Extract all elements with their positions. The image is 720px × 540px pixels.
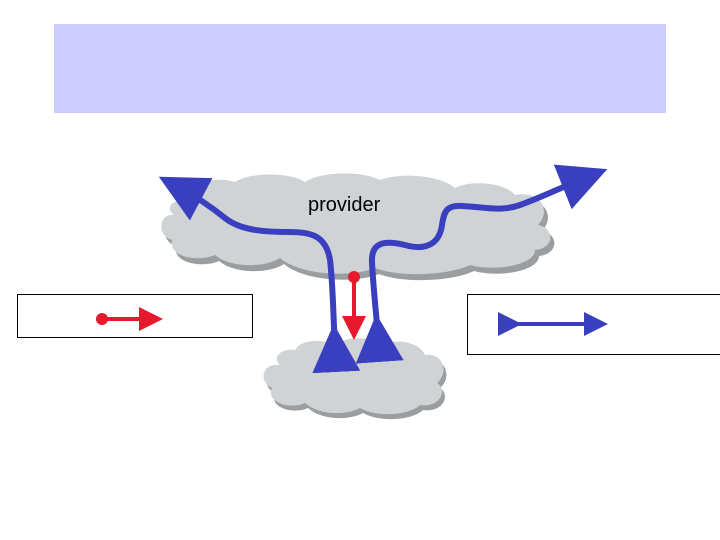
- title-banner: [54, 24, 666, 113]
- blue-route-right: [355, 164, 608, 364]
- customer-cloud: [263, 338, 447, 420]
- red-route: [342, 271, 366, 340]
- legend-box-right: [467, 294, 720, 355]
- blue-double-arrow-icon: [498, 312, 608, 336]
- blue-route-left: [158, 176, 361, 374]
- legend-box-left: [17, 294, 253, 338]
- red-arrow-icon: [96, 307, 163, 331]
- provider-label: provider: [308, 194, 381, 216]
- provider-cloud: [161, 173, 555, 281]
